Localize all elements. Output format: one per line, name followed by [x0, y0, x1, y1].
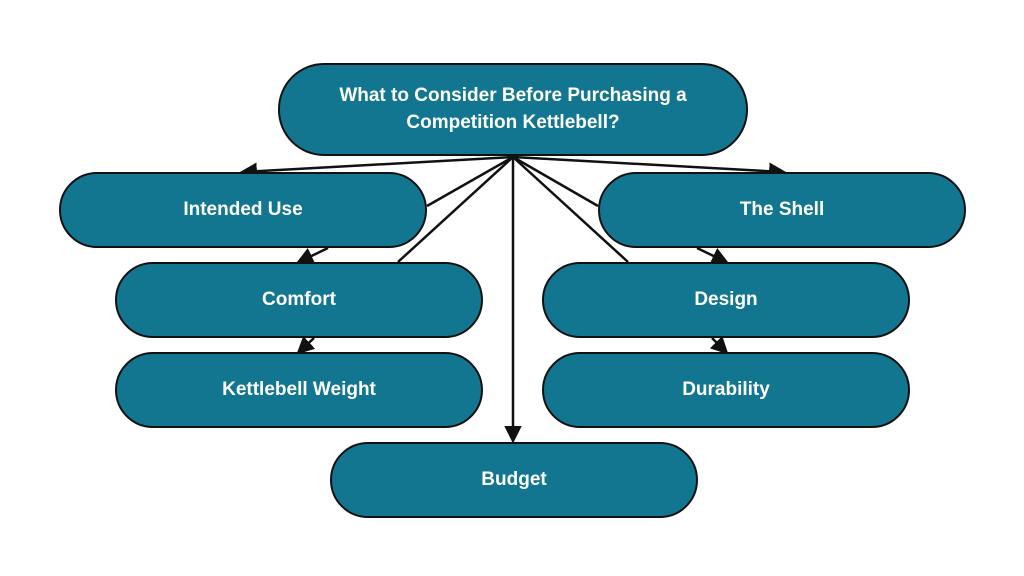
- root-node: What to Consider Before Purchasing a Com…: [278, 63, 748, 156]
- node-the-shell: The Shell: [598, 172, 966, 248]
- node-comfort: Comfort: [115, 262, 483, 338]
- root-label-line-2: Competition Kettlebell?: [406, 111, 620, 133]
- arrow-to-kettlebell-weight-part2: [296, 336, 316, 355]
- node-kettlebell-weight: Kettlebell Weight: [115, 352, 483, 428]
- node-intended-use: Intended Use: [59, 172, 427, 248]
- arrow-to-design-part1: [512, 155, 599, 208]
- arrow-to-the-shell: [512, 155, 787, 180]
- node-kettlebell-weight-label: Kettlebell Weight: [222, 378, 376, 400]
- node-intended-use-label: Intended Use: [183, 198, 303, 220]
- root-node-label: What to Consider Before Purchasing a Com…: [303, 83, 723, 136]
- arrow-to-intended-use: [239, 155, 514, 180]
- arrow-to-comfort-part1: [426, 155, 514, 208]
- arrow-to-comfort-part2: [295, 246, 329, 264]
- arrow-to-design-part2: [696, 246, 730, 264]
- node-the-shell-label: The Shell: [739, 198, 825, 220]
- node-design: Design: [542, 262, 910, 338]
- arrow-to-kettlebell-weight-part1: [397, 156, 514, 263]
- node-budget-label: Budget: [481, 468, 547, 490]
- node-comfort-label: Comfort: [262, 288, 336, 310]
- node-durability-label: Durability: [682, 378, 770, 400]
- arrow-to-durability-part1: [512, 156, 629, 263]
- node-durability: Durability: [542, 352, 910, 428]
- root-label-line-1: What to Consider Before Purchasing a: [339, 84, 687, 106]
- node-budget: Budget: [330, 442, 698, 518]
- node-design-label: Design: [694, 288, 758, 310]
- arrow-to-durability-part2: [709, 335, 729, 355]
